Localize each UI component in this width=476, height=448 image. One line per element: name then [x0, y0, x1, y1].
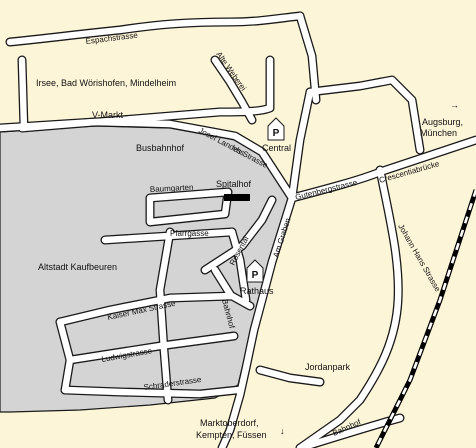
label-v-markt: V-Markt	[92, 110, 124, 120]
label-augsburg-2: München	[420, 128, 457, 138]
label-irsee: Irsee, Bad Wörishofen, Mindelheim	[36, 78, 176, 88]
label-spitalhof: Spitalhof	[216, 179, 252, 189]
parking-central-icon: P	[273, 128, 280, 139]
parking-central: P	[267, 117, 285, 141]
south-arrow-icon: ↓	[280, 426, 285, 436]
label-baumgarten: Baumgarten	[150, 183, 194, 194]
label-pfarrgasse: Pfarrgasse	[170, 229, 209, 238]
label-augsburg-1: Augsburg,	[422, 117, 463, 127]
east-arrow-icon: →	[450, 100, 459, 110]
railway-line	[373, 189, 476, 448]
label-jordanpark: Jordanpark	[305, 362, 351, 372]
parking-rathaus: P	[246, 259, 264, 283]
label-rathaus: Rathaus	[240, 286, 274, 296]
label-busbahnhof: Busbahnhof	[136, 143, 185, 153]
parking-rathaus-icon: P	[252, 270, 259, 281]
label-central: Central	[262, 143, 291, 153]
label-marktoberdorf-2: Kempten, Füssen	[196, 430, 267, 440]
label-altstadt: Altstadt Kaufbeuren	[38, 262, 117, 272]
spitalhof-building	[224, 194, 250, 201]
label-marktoberdorf-1: Marktoberdorf,	[200, 418, 259, 428]
road-fills	[0, 12, 476, 448]
